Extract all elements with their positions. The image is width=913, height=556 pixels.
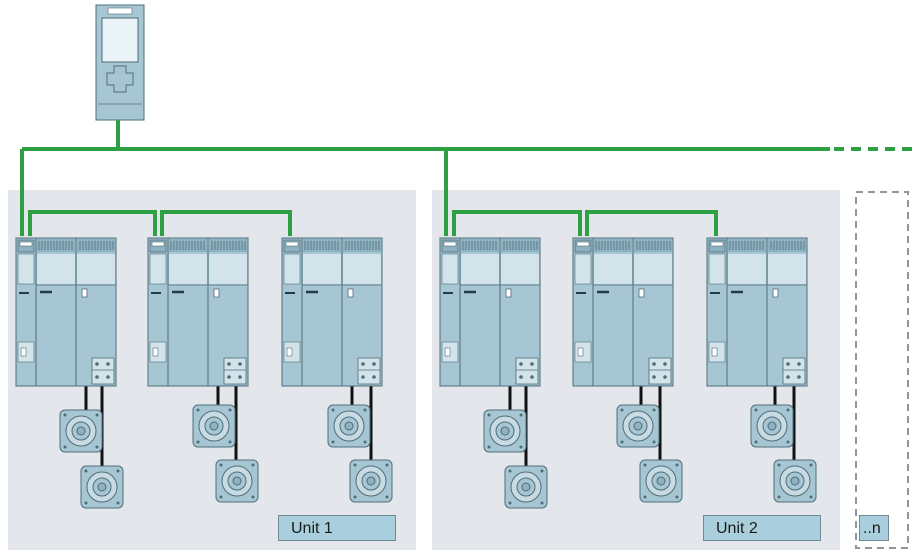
unit-2-label: Unit 2 [703,515,821,541]
servo-motor [483,409,527,453]
unit-n-label: ..n [859,515,889,541]
control-unit [281,237,303,387]
motor-module [166,236,250,388]
servo-motor [327,404,371,448]
motor-module [34,236,118,388]
control-unit [439,237,461,387]
control-unit [572,237,594,387]
motor-cables [84,386,796,468]
motor-module [591,236,675,388]
servo-motor [192,404,236,448]
unit-1-label: Unit 1 [278,515,396,541]
servo-motor [349,459,393,503]
servo-motor [504,465,548,509]
unit-2-drive-links [452,210,718,236]
control-unit [15,237,37,387]
servo-motor [750,404,794,448]
control-unit [706,237,728,387]
servo-motor [215,459,259,503]
control-unit [147,237,169,387]
motor-module [458,236,542,388]
unit-n-area [855,191,909,549]
servo-motor [639,459,683,503]
servo-motor [59,409,103,453]
servo-motor [80,465,124,509]
motor-module [725,236,809,388]
motor-module [300,236,384,388]
servo-motor [616,404,660,448]
unit-1-drive-links [28,210,292,236]
plc-controller [95,4,145,121]
network-bus [20,120,830,236]
servo-motor [773,459,817,503]
